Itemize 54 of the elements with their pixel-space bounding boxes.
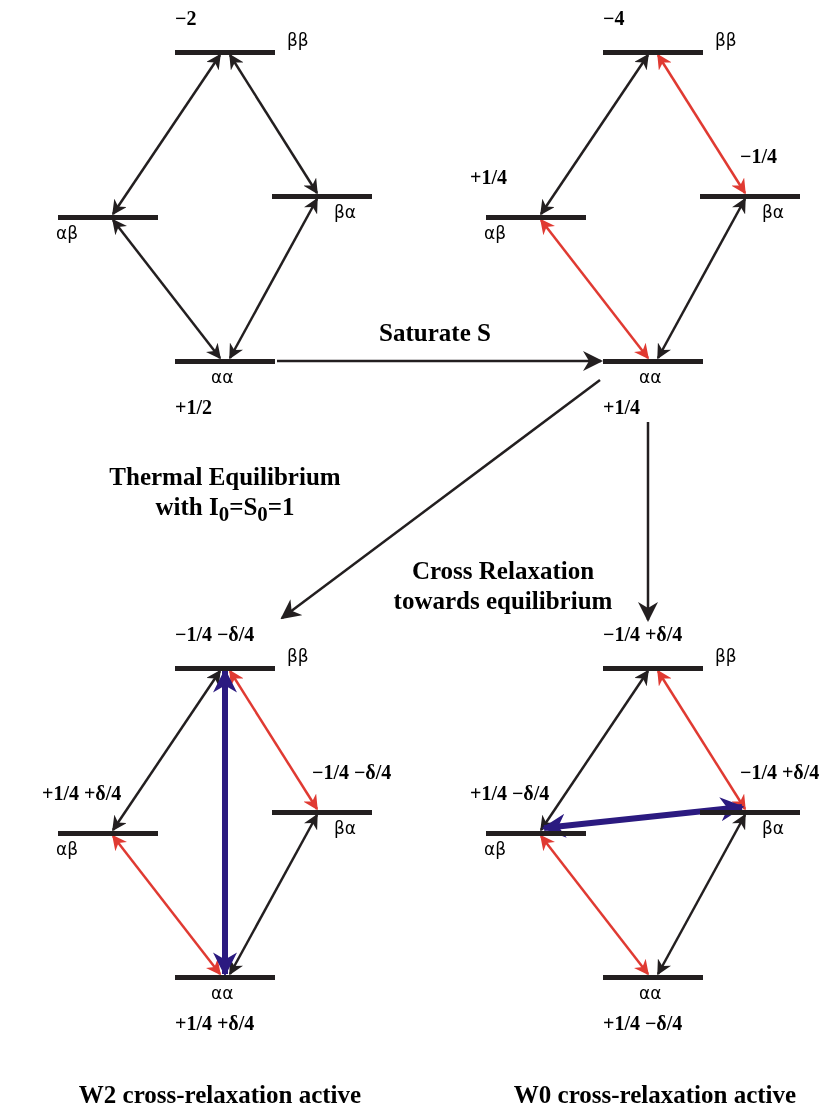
double-arrow — [111, 53, 222, 216]
arrow — [277, 351, 603, 371]
state-label: ββ — [287, 30, 309, 50]
population-label: −1/4 — [740, 144, 777, 168]
panel-caption: W0 cross-relaxation active — [512, 1080, 798, 1110]
double-arrow — [228, 669, 319, 811]
double-arrow — [228, 197, 319, 360]
population-label: −1/4 +δ/4 — [740, 760, 820, 784]
double-arrow — [112, 834, 221, 976]
arrow — [280, 379, 601, 620]
state-label: αα — [639, 367, 662, 387]
population-label: −1/4 −δ/4 — [175, 622, 255, 646]
state-label: βα — [334, 818, 357, 838]
state-label: αβ — [56, 223, 79, 243]
state-label: αα — [211, 367, 234, 387]
arrow — [638, 422, 658, 622]
double-arrow — [539, 53, 650, 216]
state-label: ββ — [715, 646, 737, 666]
state-label: αβ — [56, 839, 79, 859]
population-label: +1/4 +δ/4 — [175, 1011, 255, 1035]
double-arrow — [656, 197, 747, 360]
double-arrow — [656, 53, 747, 195]
population-label: +1/2 — [175, 395, 212, 419]
double-arrow — [541, 797, 745, 838]
double-arrow — [112, 218, 221, 360]
double-arrow — [656, 813, 747, 976]
panel-caption: Thermal Equilibrium with I$_{0}$=S$_{0}$=1 — [108, 462, 342, 528]
double-arrow — [228, 53, 319, 195]
double-arrow — [539, 669, 650, 832]
population-label: −4 — [603, 6, 625, 30]
state-label: αβ — [484, 839, 507, 859]
double-arrow — [540, 218, 649, 360]
state-label: βα — [334, 202, 357, 222]
state-label: αα — [639, 983, 662, 1003]
population-label: +1/4 −δ/4 — [470, 781, 550, 805]
state-label: αβ — [484, 223, 507, 243]
population-label: +1/4 — [603, 395, 640, 419]
population-label: −1/4 −δ/4 — [312, 760, 392, 784]
state-label: βα — [762, 202, 785, 222]
state-label: ββ — [287, 646, 309, 666]
double-arrow — [213, 668, 237, 977]
double-arrow — [228, 813, 319, 976]
double-arrow — [111, 669, 222, 832]
state-label: βα — [762, 818, 785, 838]
population-label: +1/4 — [470, 165, 507, 189]
state-label: αα — [211, 983, 234, 1003]
panel-caption: W2 cross-relaxation active — [77, 1080, 363, 1110]
population-label: +1/4 +δ/4 — [42, 781, 122, 805]
state-label: ββ — [715, 30, 737, 50]
double-arrow — [656, 669, 747, 811]
double-arrow — [540, 834, 649, 976]
population-label: −2 — [175, 6, 197, 30]
population-label: +1/4 −δ/4 — [603, 1011, 683, 1035]
population-label: −1/4 +δ/4 — [603, 622, 683, 646]
